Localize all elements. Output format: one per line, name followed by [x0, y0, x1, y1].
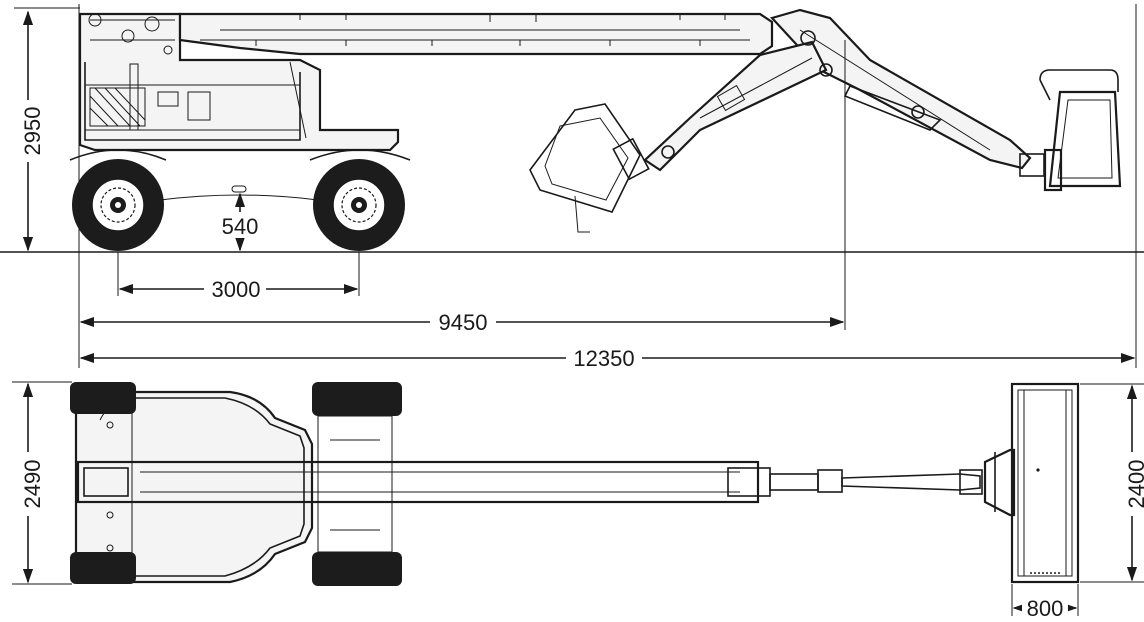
chassis-side	[69, 12, 411, 201]
platform-length-label: 2400	[1124, 460, 1144, 509]
wheel-top-front-right	[312, 552, 402, 586]
jib-side	[643, 8, 1032, 172]
dim-length-9450: 9450	[79, 309, 845, 335]
axle-top	[317, 415, 393, 553]
platform-basket-raised	[1019, 69, 1122, 192]
platform-width-label: 800	[1027, 596, 1064, 621]
extension-lines-top	[12, 381, 1144, 616]
dim-platform-2400: 2400	[1120, 384, 1144, 582]
dim-clearance-540: 540	[218, 192, 264, 252]
dim-height-2950: 2950	[14, 10, 45, 252]
width-label: 2490	[20, 460, 45, 509]
wheel-top-front-left	[312, 382, 402, 416]
wheel-top-rear-right	[70, 552, 136, 584]
outreach-length-label: 12350	[573, 346, 634, 371]
boom-top	[76, 448, 1016, 517]
extension-lines-side	[14, 4, 1137, 368]
platform-basket-lowered	[529, 103, 650, 233]
dim-wheelbase-3000: 3000	[118, 276, 359, 302]
rear-wheel	[72, 159, 164, 251]
clearance-label: 540	[222, 214, 259, 239]
main-boom-side	[178, 12, 774, 56]
dim-width-2490: 2490	[14, 382, 45, 584]
wheelbase-label: 3000	[212, 277, 261, 302]
wheel-top-rear-left	[70, 382, 136, 414]
dim-length-12350: 12350	[79, 345, 1136, 371]
front-wheel	[313, 159, 405, 251]
platform-top	[1010, 382, 1080, 584]
dim-platform-800: 800	[1012, 596, 1078, 621]
stowed-length-label: 9450	[439, 310, 488, 335]
top-view: 2490 2400 800	[12, 381, 1144, 621]
side-view: 2950 540 3000 9450 12350	[0, 4, 1144, 371]
height-label: 2950	[20, 107, 45, 156]
